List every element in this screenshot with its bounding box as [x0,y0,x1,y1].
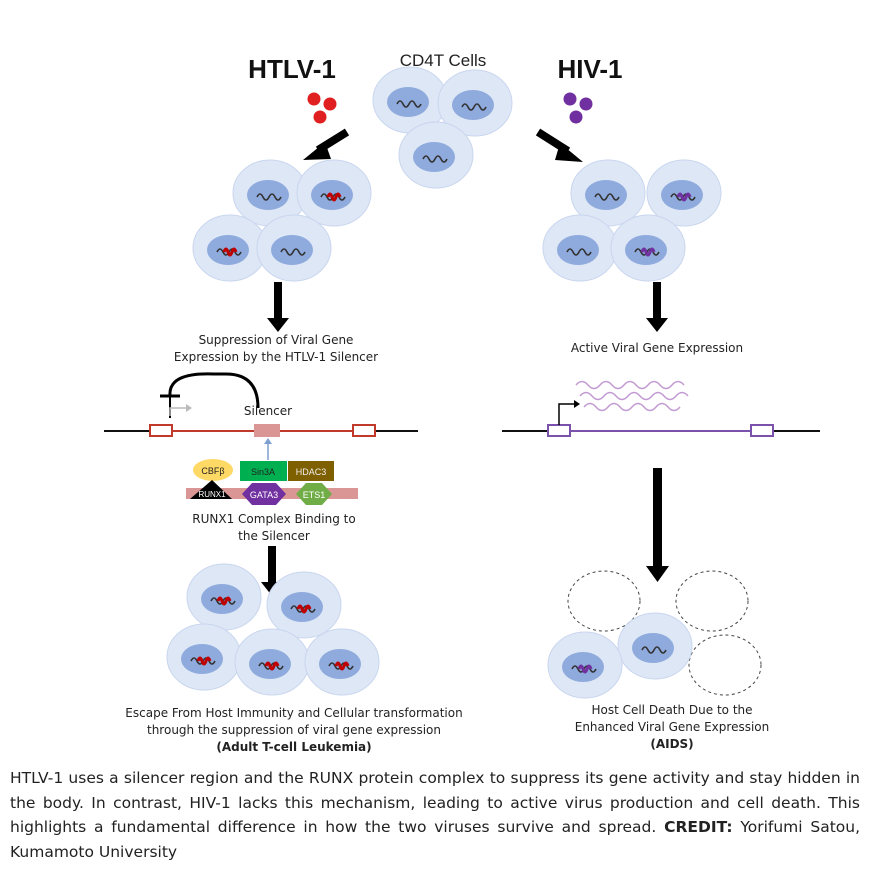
suppression-label-line1: Suppression of Viral Gene [199,333,354,347]
escape-label-line1: Escape From Host Immunity and Cellular t… [125,706,462,720]
runx1-protein-complex [186,459,358,505]
hiv-dying-cells [546,570,762,700]
cd4-title: CD4T Cells [400,51,487,70]
htlv-virus-particles [307,92,337,124]
gata3-label: GATA3 [250,490,278,500]
hdac3-label: HDAC3 [296,467,327,477]
gata3-protein [242,483,286,505]
caption-body: HTLV-1 uses a silencer region and the RU… [10,769,860,836]
right-down-arrow-1 [646,282,668,332]
caption-credit-label: CREDIT: [664,818,733,836]
caption-credit-name: Yorifumi Satou, Kumamoto University [10,818,861,861]
death-label-line3: (AIDS) [650,737,693,751]
ets1-protein [296,483,332,505]
htlv-infection-arrow [303,128,350,160]
ets1-label: ETS1 [303,490,326,500]
htlv-title: HTLV-1 [248,54,336,84]
death-label-line2: Enhanced Viral Gene Expression [575,720,770,734]
right-down-arrow-2 [646,468,669,582]
cd4-cell-group [372,66,513,189]
hiv-title: HIV-1 [557,54,622,84]
complex-label-line2: the Silencer [238,529,310,543]
htlv-infected-cells [191,158,373,283]
escape-label-line3: (Adult T-cell Leukemia) [216,740,371,754]
viral-rna-transcripts [575,380,689,412]
sin3a-protein [240,461,287,481]
death-label-line1: Host Cell Death Due to the [591,703,752,717]
silencer-label: Silencer [244,404,292,418]
escape-label-line2: through the suppression of viral gene ex… [147,723,441,737]
htlv-silencer-construct [104,372,418,437]
runx1-label: RUNX1 [198,490,226,499]
cbfb-label: CBFβ [201,466,224,476]
hiv-infected-cells [542,158,723,283]
sin3a-label: Sin3A [251,467,275,477]
figure-caption: HTLV-1 uses a silencer region and the RU… [10,766,860,864]
left-down-arrow-1 [267,282,289,332]
active-expression-label: Active Viral Gene Expression [571,341,743,355]
hdac3-protein [288,461,334,481]
runx1-protein [190,480,232,499]
hiv-virus-particles [563,92,593,124]
hiv-active-construct [502,400,820,437]
cbfb-protein [193,459,233,481]
diagram-canvas: HTLV-1 CD4T Cells HIV-1 [104,51,820,754]
complex-label-line1: RUNX1 Complex Binding to [192,512,355,526]
hiv-infection-arrow [535,128,583,162]
suppression-label-line2: Expression by the HTLV-1 Silencer [174,350,378,364]
